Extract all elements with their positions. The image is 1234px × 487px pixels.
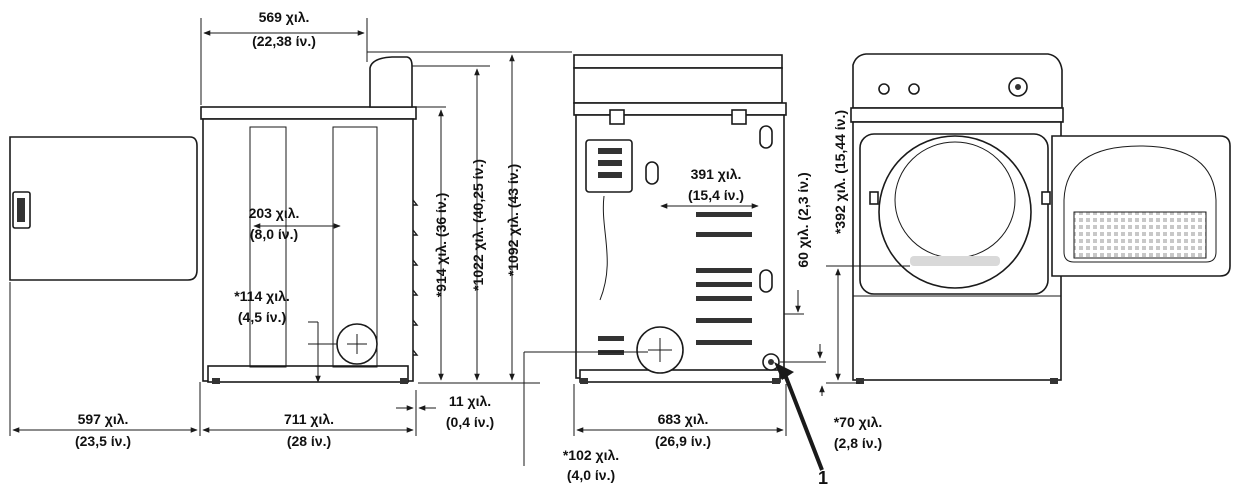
dim-203-mm: 203 χιλ. [249, 205, 300, 221]
dim-711-mm: 711 χιλ. [284, 411, 334, 427]
dim-569-in: (22,38 ίν.) [252, 33, 316, 49]
dim-102-mm: *102 χιλ. [563, 447, 619, 463]
dim-1022: *1022 χιλ. (40,25 ίν.) [470, 159, 486, 291]
dim-11-mm: 11 χιλ. [449, 393, 491, 409]
dimension-lines [9, 18, 910, 471]
dim-683-mm: 683 χιλ. [658, 411, 709, 427]
dim-70-in: (2,8 ίν.) [834, 435, 882, 451]
dim-203-in: (8,0 ίν.) [250, 226, 298, 242]
dim-70-mm: *70 χιλ. [834, 414, 883, 430]
dim-597-in: (23,5 ίν.) [75, 433, 131, 449]
dim-914: *914 χιλ. (36 ίν.) [433, 193, 449, 298]
dim-114-mm: *114 χιλ. [234, 288, 290, 304]
dim-114-in: (4,5 ίν.) [238, 309, 286, 325]
dim-683-in: (26,9 ίν.) [655, 433, 711, 449]
side-view-door [9, 136, 198, 281]
dim-11-in: (0,4 ίν.) [446, 414, 494, 430]
callout-label: 1 [818, 468, 828, 487]
dim-597-mm: 597 χιλ. [78, 411, 129, 427]
dimension-labels: 569 χιλ. (22,38 ίν.) 203 χιλ. (8,0 ίν.) … [75, 9, 882, 487]
dim-569-mm: 569 χιλ. [259, 9, 310, 25]
dim-1092: *1092 χιλ. (43 ίν.) [505, 164, 521, 276]
dim-102-in: (4,0 ίν.) [567, 467, 615, 483]
dim-711-in: (28 ίν.) [287, 433, 331, 449]
dim-391-mm: 391 χιλ. [691, 166, 742, 182]
dim-60: 60 χιλ. (2,3 ίν.) [795, 172, 811, 267]
side-view-cabinet [200, 56, 419, 384]
back-view-cabinet [573, 54, 787, 384]
dim-391-in: (15,4 ίν.) [688, 187, 744, 203]
front-view-dryer [850, 53, 1231, 384]
dim-392: *392 χιλ. (15,44 ίν.) [832, 110, 848, 234]
